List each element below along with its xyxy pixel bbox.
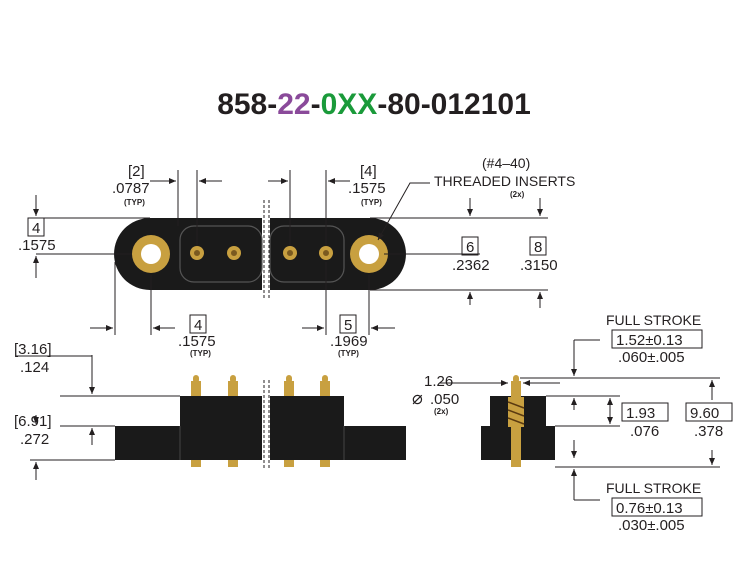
- top-view-recess-left: [179, 225, 263, 283]
- side-view-base-left: [115, 426, 262, 460]
- end-view: 1.26 ⌀ .050 (2x) FULL STROKE 1.52±0.13 .…: [412, 312, 733, 534]
- end-view-dimension-lines: [440, 339, 720, 501]
- side-pin-3: [284, 375, 294, 467]
- side-view-base-right: [270, 426, 406, 460]
- height-a-mm: 6: [466, 239, 474, 256]
- end-view-pin: [507, 375, 525, 467]
- insert-label-size: (#4–40): [482, 155, 530, 171]
- insert-offset-in: .1575: [348, 180, 386, 197]
- pin-dia-note: (2x): [434, 407, 449, 416]
- threaded-insert-right: [350, 235, 388, 273]
- bottom-dim-a-note: (TYP): [190, 349, 211, 358]
- height-b-in: .3150: [520, 257, 558, 274]
- height-b-mm: 8: [534, 239, 542, 256]
- bottom-dim-b-note: (TYP): [338, 349, 359, 358]
- left-dim-mm: 4: [32, 220, 40, 237]
- part-number-title: 858-22-0XX-80-012101: [0, 88, 748, 122]
- side-dim-a-mm: [3.16]: [14, 341, 52, 358]
- top-view-recess-right: [269, 225, 345, 283]
- pin-top-4: [319, 246, 333, 260]
- side-view-upper-body-right: [270, 396, 344, 426]
- pin-dia-mm: 1.26: [424, 373, 453, 390]
- side-pin-4: [320, 375, 330, 467]
- side-dim-a-in: .124: [20, 359, 49, 376]
- top-view-dimension-lines: [33, 170, 548, 335]
- side-dim-b-in: .272: [20, 431, 49, 448]
- insert-label-qty: (2x): [510, 190, 525, 199]
- stroke-top-label: FULL STROKE: [606, 312, 701, 328]
- break-line: [263, 200, 270, 298]
- pin-dia-in: .050: [430, 391, 459, 408]
- title-segment-sep: -: [310, 88, 321, 121]
- side-view-upper-body-left: [180, 396, 262, 426]
- pin-pitch-in: .0787: [112, 180, 150, 197]
- pin-top-2: [227, 246, 241, 260]
- bottom-dim-b-mm: 5: [344, 317, 352, 334]
- bottom-dim-a-in: .1575: [178, 333, 216, 350]
- insert-label-name: THREADED INSERTS: [434, 173, 575, 189]
- side-pin-1: [191, 375, 201, 467]
- pin-top-3: [283, 246, 297, 260]
- height-a-in: .2362: [452, 257, 490, 274]
- insert-offset-note: (TYP): [361, 198, 382, 207]
- stroke-bot-label: FULL STROKE: [606, 480, 701, 496]
- threaded-insert-left: [132, 235, 170, 273]
- title-segment-variant: 0XX: [320, 88, 378, 121]
- dim-d-in: .378: [694, 423, 723, 440]
- dim-c-in: .076: [630, 423, 659, 440]
- dim-d-mm: 9.60: [690, 405, 719, 422]
- side-view-dimension-lines: [16, 355, 180, 480]
- stroke-bot-in: .030±.005: [618, 517, 685, 534]
- title-segment-pin-count: 22: [277, 88, 311, 121]
- diameter-icon: ⌀: [412, 388, 423, 408]
- pin-pitch-mm: [2]: [128, 163, 145, 180]
- top-view: [33, 170, 548, 335]
- pin-top-1: [190, 246, 204, 260]
- side-dim-b-mm: [6.91]: [14, 413, 52, 430]
- insert-offset-mm: [4]: [360, 163, 377, 180]
- left-dim-in: .1575: [18, 237, 56, 254]
- top-view-labels: [2] .0787 (TYP) [4] .1575 (TYP) (#4–40) …: [18, 155, 575, 358]
- stroke-top-in: .060±.005: [618, 349, 685, 366]
- pin-pitch-note: (TYP): [124, 198, 145, 207]
- side-view: [3.16] .124 [6.91] .272: [14, 341, 406, 480]
- bottom-dim-b-in: .1969: [330, 333, 368, 350]
- dim-c-mm: 1.93: [626, 405, 655, 422]
- title-segment-series: 858-: [217, 88, 278, 121]
- stroke-top-mm: 1.52±0.13: [616, 332, 683, 349]
- side-pin-2: [228, 375, 238, 467]
- stroke-bot-mm: 0.76±0.13: [616, 500, 683, 517]
- bottom-dim-a-mm: 4: [194, 317, 202, 334]
- title-segment-suffix: -80-012101: [377, 88, 531, 121]
